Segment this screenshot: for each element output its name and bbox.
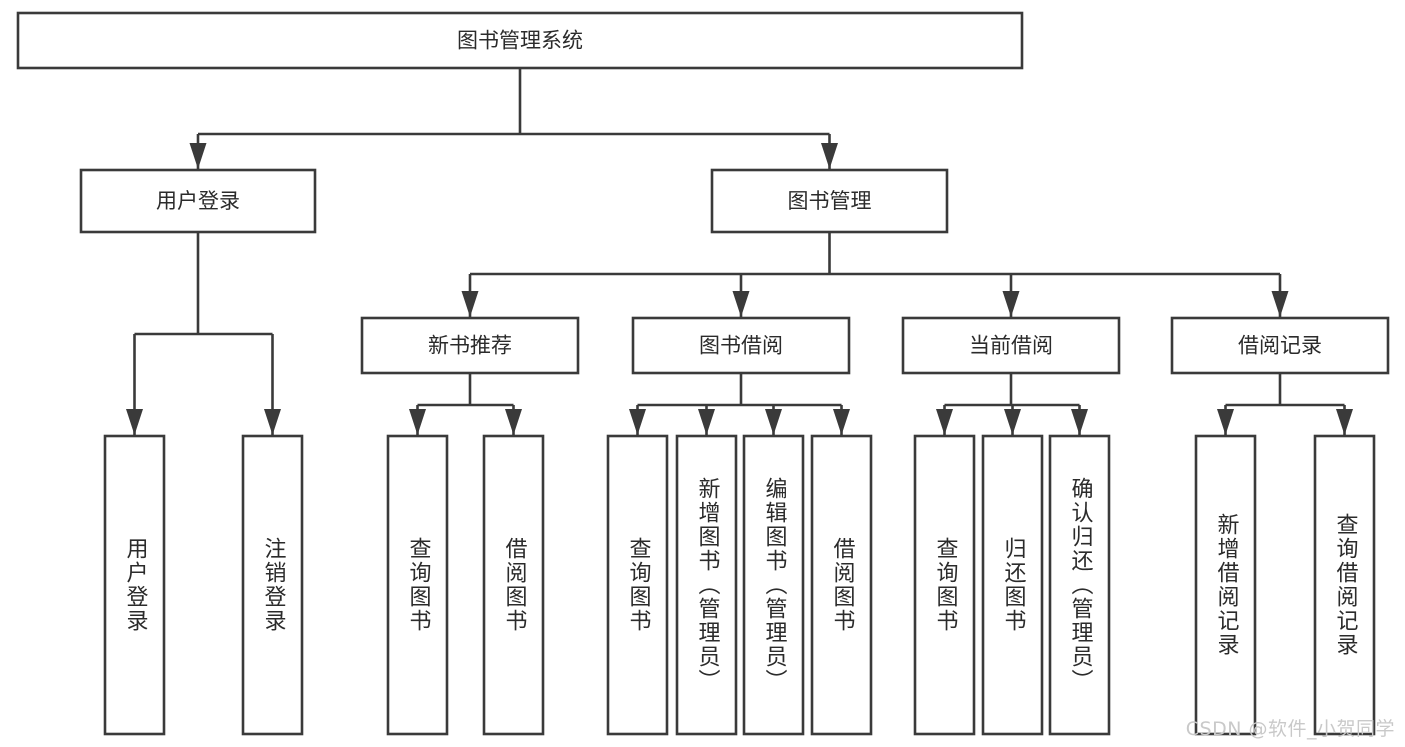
node-label-book-borrow: 图书借阅 [699,334,783,358]
node-box-leaf-user-logout [241,434,304,736]
node-box-leaf-query-book-rec [386,434,449,736]
arrow-head-icon-leaf-user-login [126,409,143,435]
node-box-book-manage [710,168,949,234]
boxes-group [16,11,1390,736]
arrow-head-icon-leaf-borrow-book [833,409,850,435]
node-box-root [16,11,1024,70]
node-box-leaf-user-login [103,434,166,736]
arrow-head-icon-leaf-edit-book [765,409,782,435]
arrow-head-icon-book-borrow [732,291,750,317]
node-label-root: 图书管理系统 [457,29,583,53]
arrow-head-icon-leaf-user-logout [264,409,281,435]
arrow-head-icon-new-book-rec [461,291,479,317]
arrow-head-icon-leaf-query-record [1336,409,1353,435]
node-box-borrow-record [1170,316,1390,375]
node-box-leaf-add-book [675,434,738,736]
node-label-user-login: 用户登录 [156,189,240,213]
arrow-head-icon-current-borrow [1002,291,1020,317]
node-box-leaf-borrow-book [810,434,873,736]
node-box-leaf-query-book-borrow [606,434,669,736]
arrow-head-icon-leaf-add-book [698,409,715,435]
watermark-text: CSDN @软件_小贺同学 [1185,718,1395,740]
node-label-book-manage: 图书管理 [788,189,872,213]
node-box-leaf-query-book-current [913,434,976,736]
arrow-head-icon-leaf-borrow-book-rec [505,409,522,435]
node-box-leaf-borrow-book-rec [482,434,545,736]
node-label-new-book-rec: 新书推荐 [428,334,512,358]
arrow-head-icon-book-manage [821,143,838,169]
arrow-head-icon-leaf-query-book-current [936,409,953,435]
connectors-group [126,68,1353,435]
node-box-leaf-edit-book [742,434,805,736]
node-box-leaf-query-record [1313,434,1376,736]
node-box-user-login [79,168,317,234]
node-label-borrow-record: 借阅记录 [1238,334,1322,358]
node-box-current-borrow [901,316,1121,375]
node-box-book-borrow [631,316,851,375]
arrow-head-icon-user-login [189,143,207,169]
arrow-head-icon-leaf-return-book [1004,409,1021,435]
node-box-new-book-rec [360,316,580,375]
node-box-leaf-return-book [981,434,1044,736]
node-label-current-borrow: 当前借阅 [969,334,1053,358]
arrow-head-icon-leaf-query-book-borrow [629,409,646,435]
arrow-head-icon-leaf-add-record [1217,409,1234,435]
node-box-leaf-confirm-return [1048,434,1111,736]
arrow-head-icon-borrow-record [1271,291,1289,317]
arrow-head-icon-leaf-confirm-return [1071,409,1088,435]
node-box-leaf-add-record [1194,434,1257,736]
arrow-head-icon-leaf-query-book-rec [409,409,426,435]
